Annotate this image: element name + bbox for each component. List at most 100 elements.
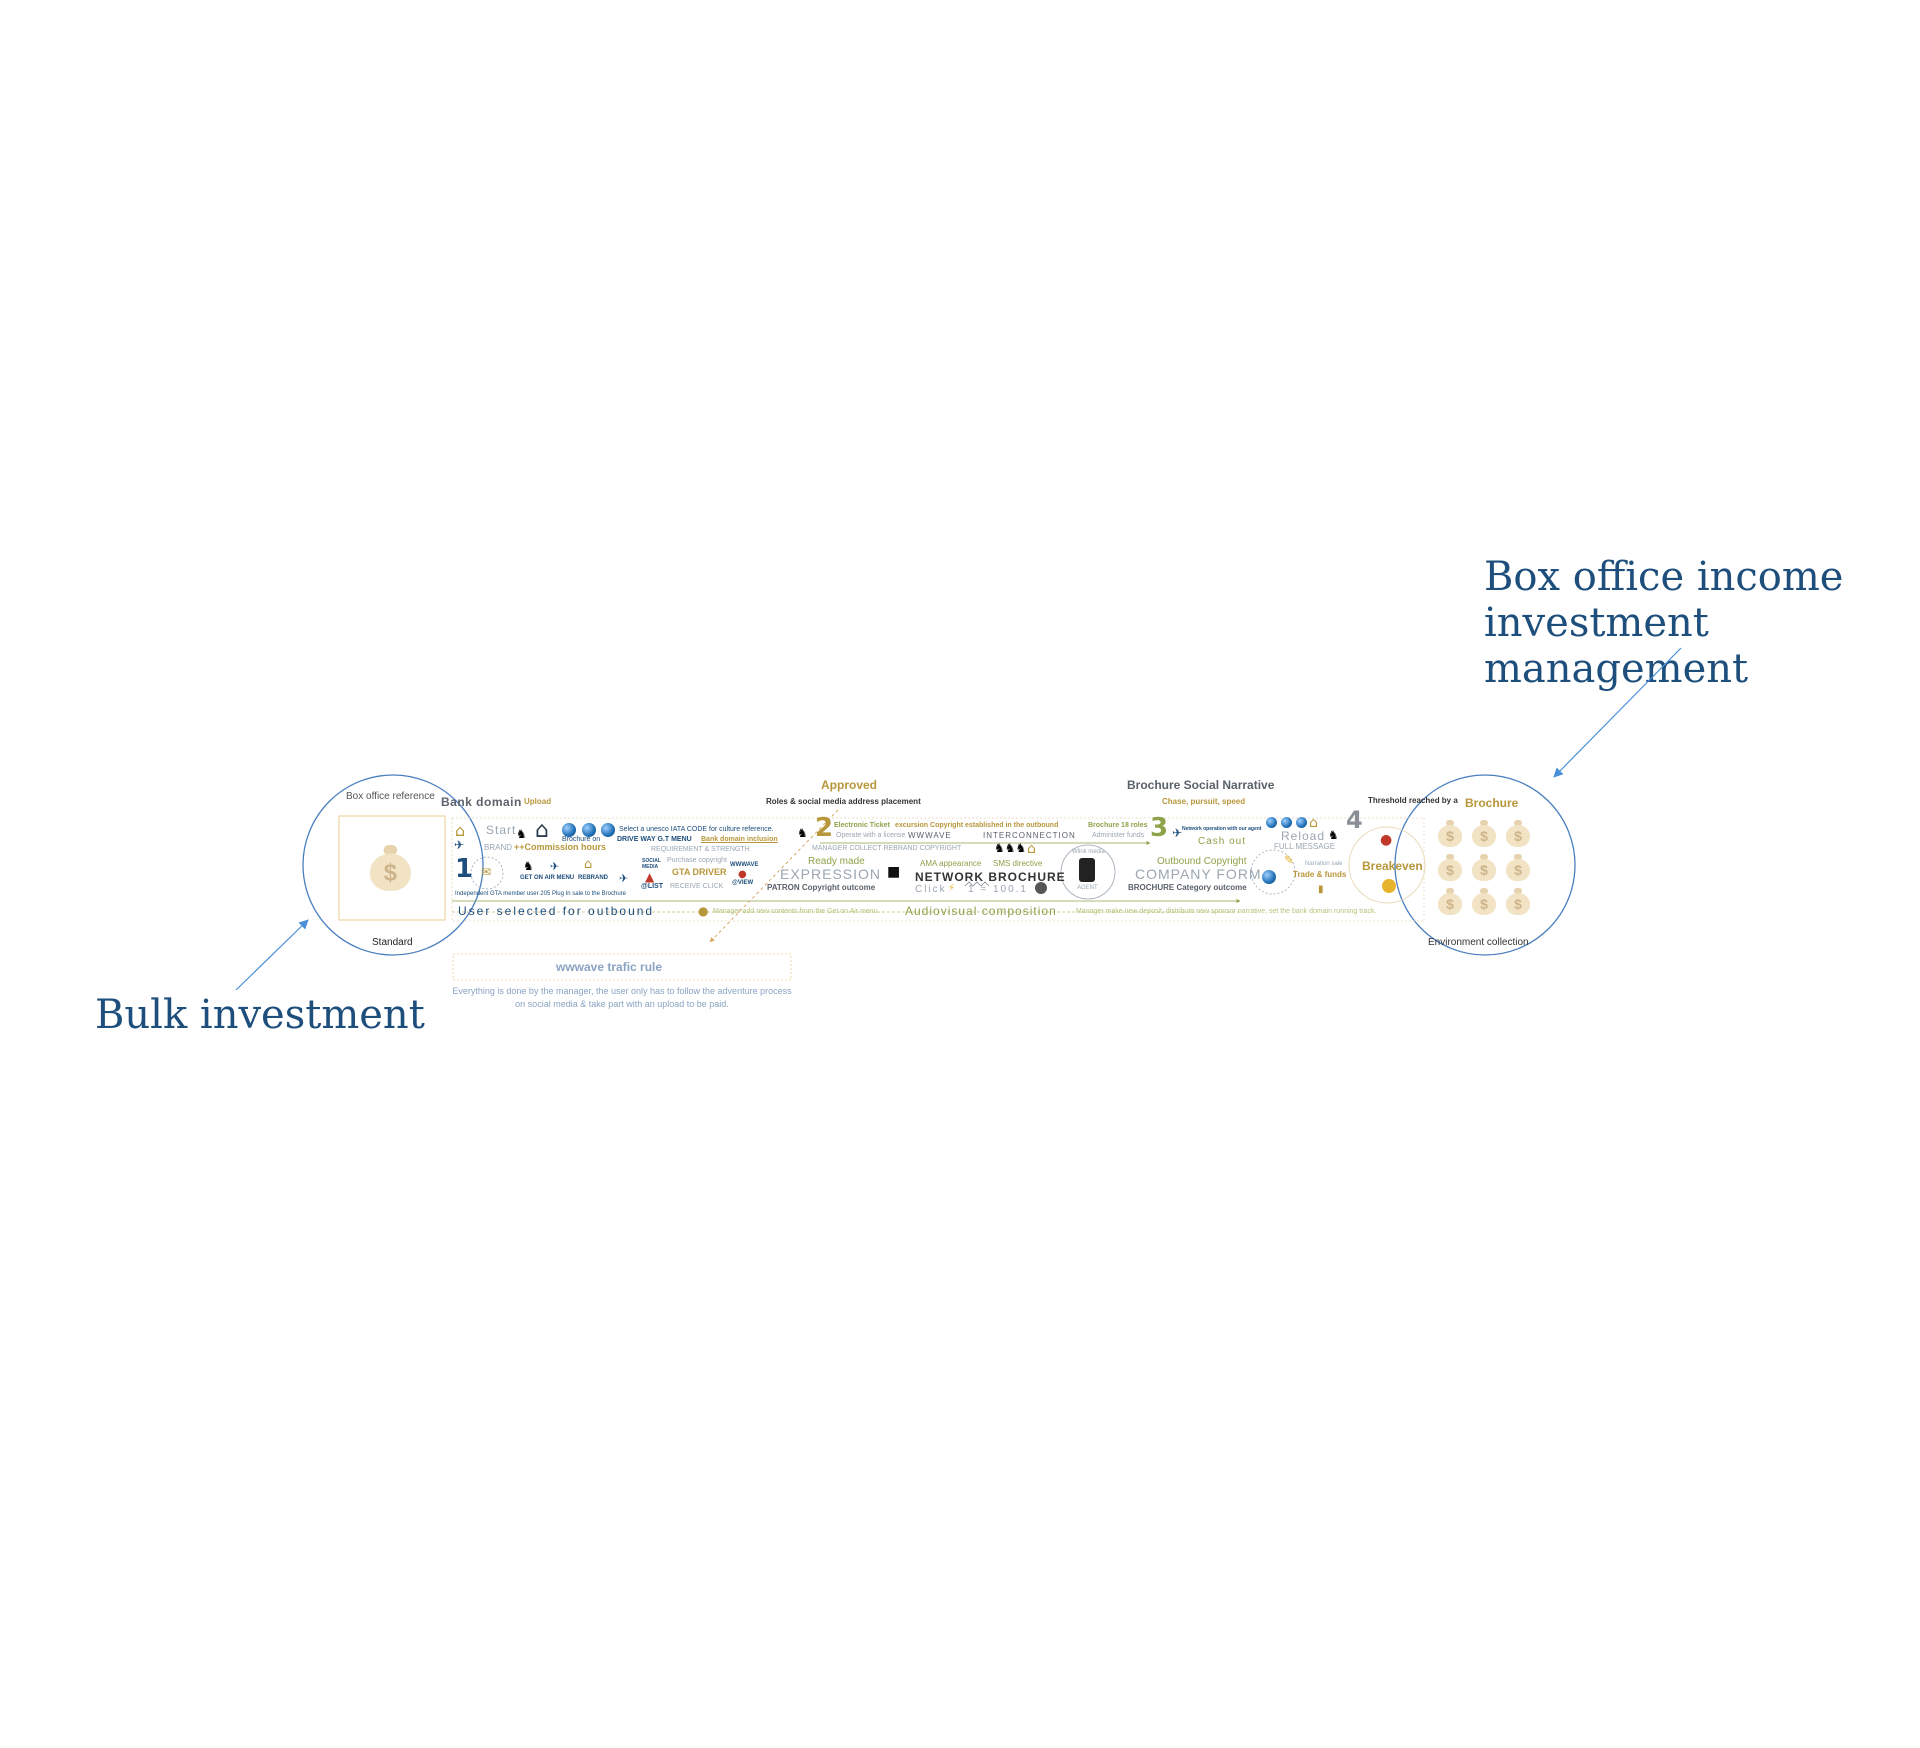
rule-box	[452, 953, 792, 981]
pen-icon: ✎	[1284, 853, 1295, 867]
chase-label: Chase, pursuit, speed	[1162, 797, 1246, 806]
manager-add-label: Manager add new contents from the Get on…	[713, 908, 878, 915]
administer-label: Administer funds	[1092, 832, 1145, 839]
network-brochure-label: NETWORK BROCHURE	[915, 870, 1066, 884]
brochure-category-label: BROCHURE Category outcome	[1128, 883, 1247, 892]
cash-out-label: Cash out	[1198, 836, 1247, 847]
ball-icon	[1035, 882, 1047, 894]
ready-made-label: Ready made	[808, 856, 865, 867]
social-narrative-header: Brochure Social Narrative	[1127, 778, 1275, 792]
money-bag-icon: $	[1506, 888, 1530, 916]
gta-driver-label: GTA DRIVER	[672, 867, 727, 877]
manager-deposit-label: Manager make new deposit, distribute new…	[1076, 908, 1377, 915]
plane-icon: ✈	[1172, 826, 1183, 840]
callout-right: Box office income investment management	[1484, 554, 1844, 692]
standard-label: Standard	[372, 937, 413, 948]
patron-label: PATRON Copyright outcome	[767, 883, 876, 892]
money-bag-icon: $	[1438, 888, 1462, 916]
bank-icon: ⌂	[455, 821, 466, 840]
plane-icon: ✈	[619, 872, 629, 885]
brochure-roles-label: Brochure 18 roles	[1088, 822, 1148, 829]
horse-icon: ♞	[516, 827, 527, 841]
right-circle	[1394, 774, 1576, 956]
main-frame	[451, 817, 1425, 922]
museum-icon: ⌂	[535, 818, 549, 843]
bank-icon: ⌂	[1309, 815, 1318, 831]
social-media-label: SOCIAL MEDIA	[642, 858, 661, 870]
breakeven-label: Breakeven	[1362, 859, 1423, 873]
car-icon: ●	[738, 869, 747, 880]
audiovisual-label: Audiovisual composition	[905, 904, 1057, 918]
independent-label: Independent GTA member user 205 Plug In …	[455, 891, 626, 897]
network-op-label: Network operation with our agent	[1182, 826, 1262, 832]
company-form-label: COMPANY FORM	[1135, 866, 1262, 882]
bank-icon: ⌂	[1027, 841, 1036, 857]
ticket-icon: ✉	[481, 865, 492, 879]
requirement-label: REQUIREMENT & STRENGTH	[651, 846, 750, 853]
bolt-icon: ⚡	[948, 883, 956, 894]
coin-icon	[1382, 879, 1396, 893]
money-bag-icon: $	[1438, 854, 1462, 882]
globe-icon	[562, 823, 576, 837]
phone-icon	[1079, 858, 1095, 882]
globe-icon	[1266, 817, 1277, 828]
money-bag-icon: $	[1472, 820, 1496, 848]
plane-icon: ✈	[550, 860, 560, 873]
brochure-on-label: Brochure on	[562, 836, 601, 843]
receive-click-label: RECEIVE CLICK	[670, 883, 724, 890]
roles-label: Roles & social media address placement	[766, 797, 921, 806]
globe-icon	[1296, 817, 1307, 828]
step-1: 1	[455, 854, 474, 884]
purchase-copyright-label: Purchase copyright	[667, 857, 727, 864]
money-bag-icon: $	[370, 845, 411, 893]
brand-label: BRAND	[484, 843, 513, 852]
step-4: 4	[1346, 806, 1363, 834]
rule-title: wwwave trafic rule	[556, 960, 663, 974]
money-icon: ▮	[1318, 884, 1324, 895]
wwwave-label: WWWAVE	[908, 831, 952, 840]
narration-label: Narration sale	[1305, 861, 1343, 867]
money-bag-icon: $	[1506, 820, 1530, 848]
ratio-label: 1 = 100.1	[968, 884, 1028, 895]
callout-arrow-right	[1553, 647, 1682, 778]
bank-icon: ⌂	[584, 857, 593, 872]
start-label: Start	[486, 823, 517, 837]
step-3: 3	[1150, 813, 1169, 843]
electronic-ticket-label: Electronic Ticket	[834, 822, 890, 829]
drive-way-label: DRIVE WAY G.T MENU	[617, 836, 692, 843]
plane-icon: ✈	[454, 838, 465, 852]
reload-label: Reload	[1281, 829, 1326, 843]
horse-icon: ♞	[1328, 828, 1339, 842]
globe-icon	[1262, 870, 1276, 884]
wwwave-tag: WWWAVE	[730, 862, 759, 868]
box-office-reference-label: Box office reference	[346, 791, 435, 802]
horse-icon: ♞	[523, 859, 534, 873]
money-bag-icon: $	[1472, 854, 1496, 882]
globe-icon	[601, 823, 615, 837]
money-bag-small-icon: ●	[698, 904, 709, 918]
rebrand-label: REBRAND	[578, 875, 608, 881]
get-on-air-label: GET ON AIR MENU	[520, 875, 575, 881]
callout-left: Bulk investment	[95, 992, 425, 1038]
bank-domain-header: Bank domain	[441, 795, 522, 809]
view-tag: @VIEW	[732, 880, 754, 886]
callout-arrow-left	[235, 919, 309, 991]
threshold-label: Threshold reached by a	[1368, 796, 1458, 805]
excursion-label: excursion Copyright established in the o…	[895, 822, 1059, 829]
globe-icon	[582, 823, 596, 837]
horses-icon: ♞♞♞	[994, 841, 1027, 855]
select-unesco-label: Select a unesco IATA CODE for culture re…	[619, 826, 774, 833]
list-tag: @LIST	[641, 883, 663, 890]
money-bag-icon: $	[1472, 888, 1496, 916]
bank-inclusion-label: Bank domain inclusion	[701, 836, 778, 843]
environment-collection-label: Environment collection	[1428, 937, 1529, 948]
ama-label: AMA appearance	[920, 859, 982, 868]
click-label: Click	[915, 884, 947, 895]
agent-label: AGENT	[1077, 885, 1098, 891]
horse-icon: ♞	[797, 826, 808, 840]
brochure-label: Brochure	[1465, 796, 1519, 810]
top-hat-icon: ■	[887, 864, 901, 880]
interconnection-label: INTERCONNECTION	[983, 831, 1076, 840]
full-message-label: FULL MESSAGE	[1274, 842, 1336, 851]
